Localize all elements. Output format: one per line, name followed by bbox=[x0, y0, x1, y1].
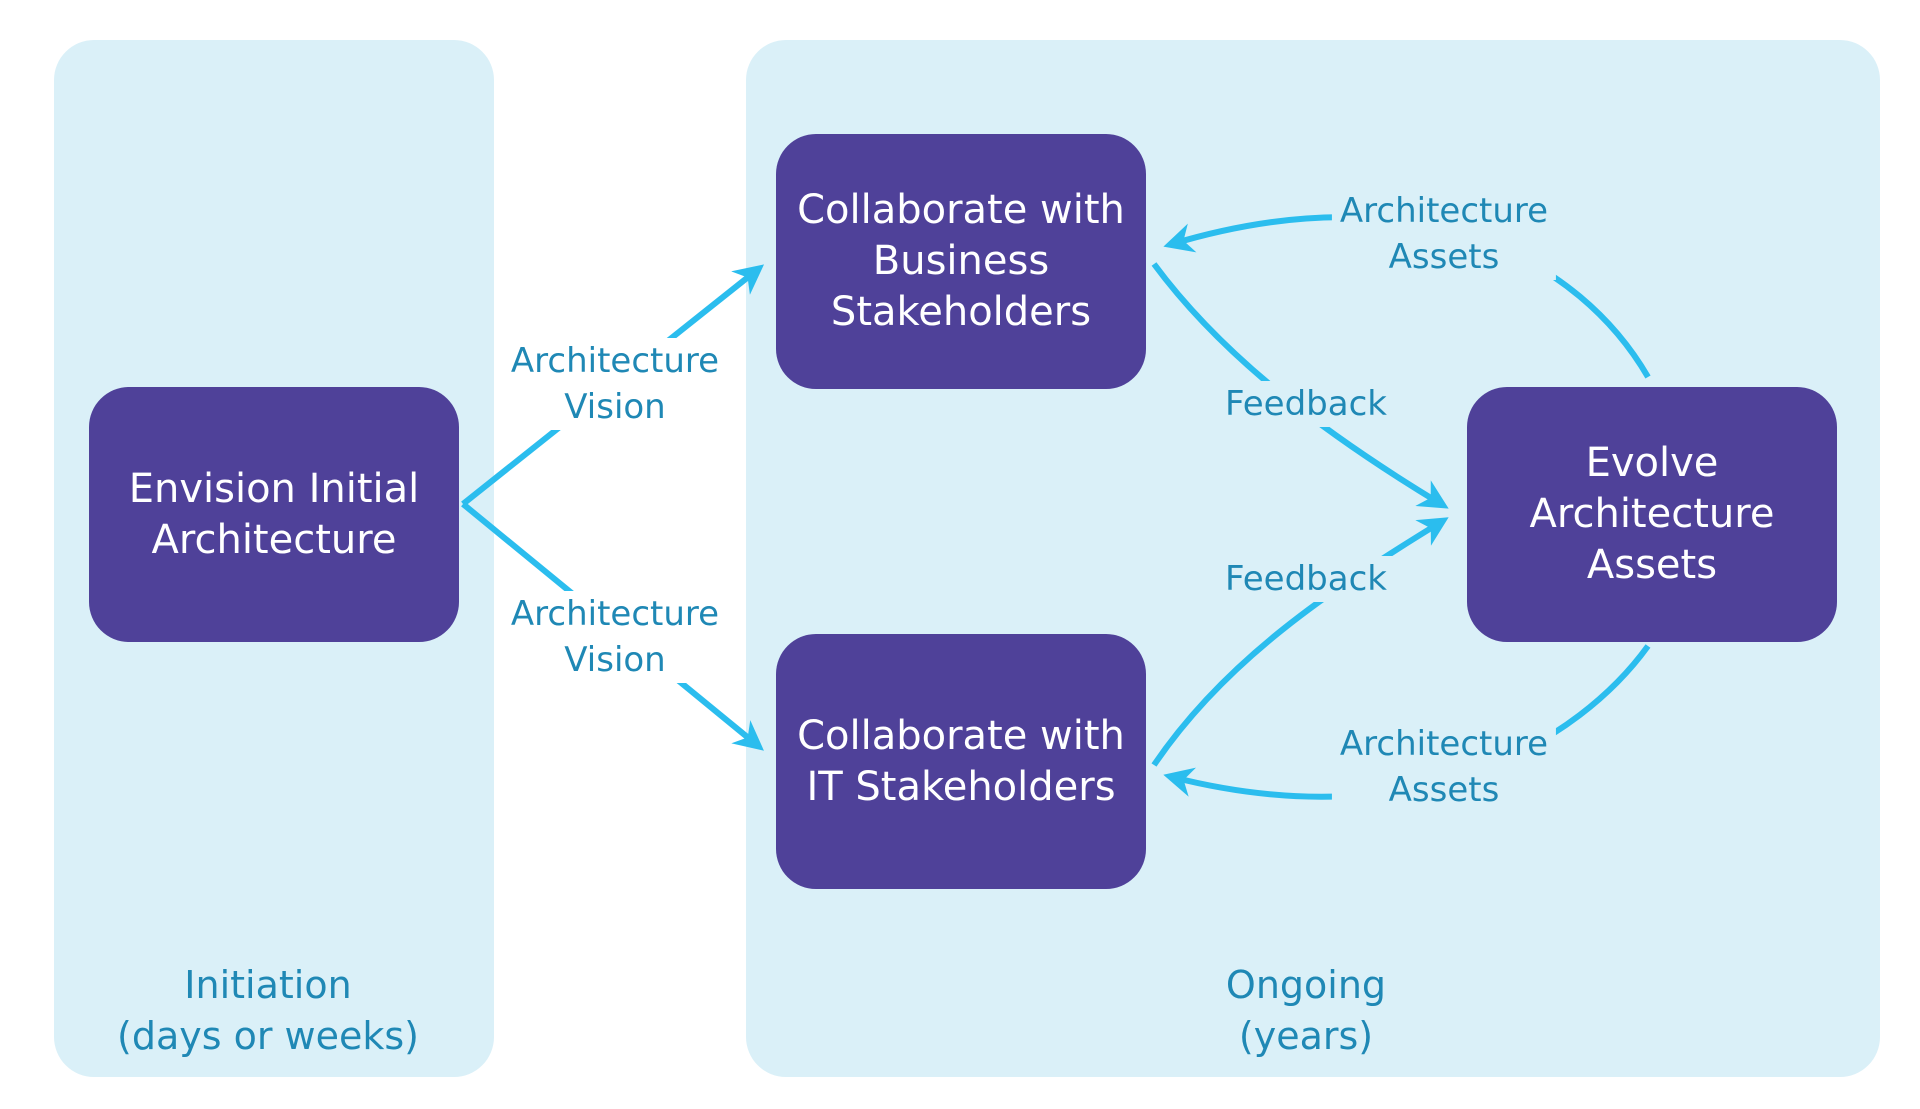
evolve-label: Evolve Architecture Assets bbox=[1529, 440, 1775, 588]
feedback-label-bottom: Feedback bbox=[1217, 556, 1395, 602]
feedback-arrow-bottom bbox=[1151, 517, 1449, 767]
it-label: Collaborate with IT Stakeholders bbox=[797, 712, 1125, 810]
business-label: Collaborate with Business Stakeholders bbox=[797, 187, 1125, 335]
vision-label-top: Architecture Vision bbox=[504, 338, 726, 430]
ongoing-phase-label: Ongoing (years) bbox=[1225, 963, 1387, 1058]
collaborate-business-node: Collaborate with Business Stakeholders bbox=[776, 134, 1146, 389]
assets-label-top: Architecture Assets bbox=[1331, 188, 1557, 280]
envision-initial-architecture-node: Envision Initial Architecture bbox=[89, 387, 459, 642]
initiation-phase-label: Initiation (days or weeks) bbox=[116, 963, 420, 1058]
vision-label-bottom: Architecture Vision bbox=[504, 591, 726, 683]
collaborate-it-node: Collaborate with IT Stakeholders bbox=[776, 634, 1146, 889]
assets-label-bottom: Architecture Assets bbox=[1331, 721, 1557, 813]
feedback-label-top: Feedback bbox=[1217, 381, 1395, 427]
evolve-architecture-assets-node: Evolve Architecture Assets bbox=[1467, 387, 1837, 642]
envision-label: Envision Initial Architecture bbox=[128, 465, 420, 563]
